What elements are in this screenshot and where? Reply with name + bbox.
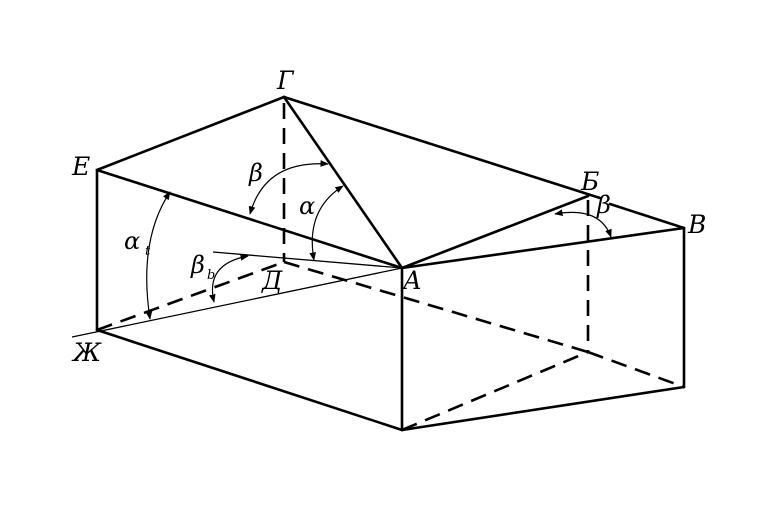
label-angle-alpha: α [299,192,315,220]
edge-right-hidden [587,350,685,389]
label-vertex-e: Е [71,152,90,181]
edge-e-a [95,168,404,270]
label-angle-beta-b: β [190,251,205,279]
edge-b-v [608,202,686,230]
edge-bottom-front-right [400,385,686,432]
label-vertex-zh: Ж [71,338,102,367]
arc-beta-top [248,160,329,215]
edge-e-g [95,95,286,172]
label-angle-beta-right: β [596,191,611,219]
angle-labels: β α β α t β b [124,159,611,283]
angle-arcs [145,160,612,320]
line-zh-a [71,267,403,338]
label-vertex-v: В [687,210,706,239]
edge-zh-d-hidden [96,260,285,332]
arc-alpha-t [145,191,171,320]
edge-a-v [400,226,686,270]
construction-lines [71,251,403,338]
edge-g-b [282,95,602,200]
edge-d-right-hidden [283,260,589,354]
label-vertex-b: Б [580,167,599,196]
arc-alpha [309,185,344,261]
edge-a-b [400,194,590,270]
label-angle-beta-top: β [248,159,263,187]
label-angle-beta-b-sub: b [207,268,215,283]
arc-beta-right [554,209,612,238]
label-vertex-d: Д [261,266,283,295]
vertex-labels: Г Е Б В А Д Ж [71,66,706,367]
arc-beta-b [208,254,249,303]
label-vertex-g: Г [276,66,295,95]
solid-edges [95,95,686,432]
label-angle-alpha-t: α [124,227,140,255]
label-angle-alpha-t-sub: t [145,244,151,259]
edge-g-a [282,95,404,270]
edge-bottom-diagonal-hidden [401,350,589,432]
label-vertex-a: А [401,266,422,295]
edge-zh-bottom [95,328,404,432]
